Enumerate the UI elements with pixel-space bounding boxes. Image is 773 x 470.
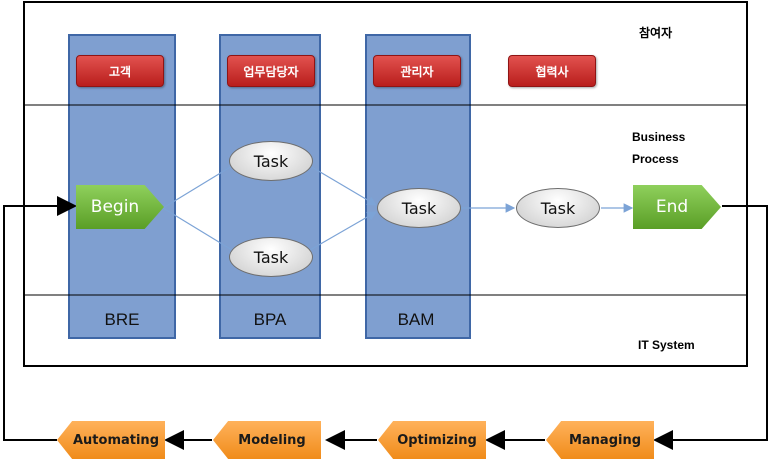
column-label-bre: BRE (104, 310, 140, 329)
task-node-2: Task (229, 237, 313, 277)
begin-node: Begin (76, 185, 164, 229)
role-customer: 고객 (76, 55, 164, 87)
end-node: End (633, 185, 721, 229)
task-node-3: Task (377, 188, 461, 228)
role-partner: 협력사 (508, 55, 596, 87)
cycle-managing: Managing (546, 421, 654, 459)
connector-task1-task3 (309, 165, 378, 206)
connector-begin-task2 (162, 207, 233, 251)
loop-end-to-managing (653, 205, 768, 450)
cycle-automating: Automating (57, 421, 165, 459)
column-label-bam: BAM (397, 310, 435, 329)
process-label: Process (632, 152, 679, 166)
column-label-bpa: BPA (253, 310, 287, 329)
participants-label: 참여자 (639, 26, 673, 40)
connector-task2-task3 (309, 211, 378, 251)
role-staff: 업무담당자 (227, 55, 315, 87)
outer-frame (23, 1, 748, 367)
loop-automating-to-begin (3, 196, 77, 441)
task-node-1: Task (229, 141, 313, 181)
business-label: Business (632, 130, 686, 144)
it-system-label: IT System (638, 338, 695, 352)
task-node-4: Task (516, 188, 600, 228)
role-manager: 관리자 (373, 55, 461, 87)
cycle-modeling: Modeling (213, 421, 321, 459)
cycle-optimizing: Optimizing (378, 421, 486, 459)
connector-begin-task1 (162, 165, 233, 209)
